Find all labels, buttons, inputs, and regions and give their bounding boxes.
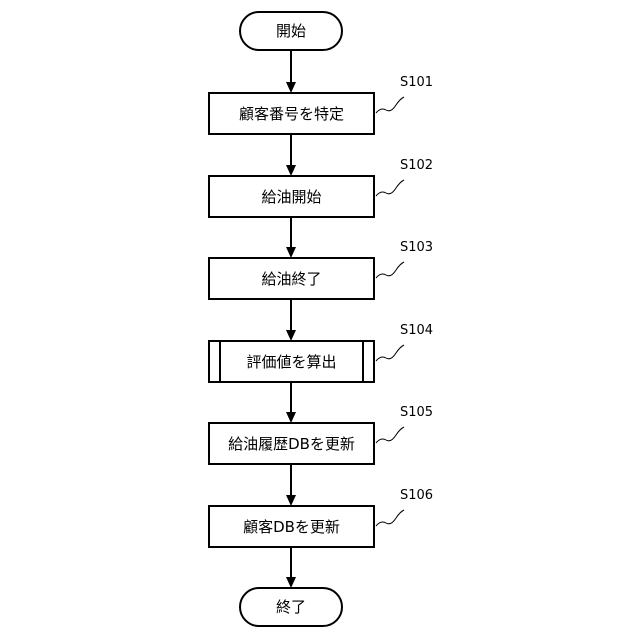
start-terminal: 開始	[240, 12, 342, 50]
subroutine-text-s104: 評価値を算出	[246, 353, 336, 371]
leader-s101	[376, 97, 404, 113]
step-s104: 評価値を算出 S104	[209, 323, 433, 382]
process-text-s105: 給油履歴DBを更新	[228, 435, 355, 453]
process-text-s106: 顧客DBを更新	[243, 518, 340, 536]
step-s105: 給油履歴DBを更新 S105	[209, 405, 433, 464]
leader-s105	[376, 427, 404, 443]
process-text-s102: 給油開始	[261, 188, 321, 206]
step-s102: 給油開始 S102	[209, 158, 433, 217]
step-label-s102: S102	[400, 158, 433, 173]
process-text-s101: 顧客番号を特定	[239, 105, 344, 123]
arrowhead-s105-s106	[286, 495, 296, 506]
arrowhead-s101-s102	[286, 165, 296, 176]
arrowhead-s104-s105	[286, 412, 296, 423]
step-label-s106: S106	[400, 488, 433, 503]
end-terminal: 終了	[240, 588, 342, 626]
step-label-s103: S103	[400, 240, 433, 255]
step-label-s104: S104	[400, 323, 433, 338]
arrowhead-s102-s103	[286, 247, 296, 258]
step-s106: 顧客DBを更新 S106	[209, 488, 433, 547]
process-text-s103: 給油終了	[261, 270, 321, 288]
arrowhead-start-s101	[286, 82, 296, 93]
leader-s106	[376, 510, 404, 526]
step-s103: 給油終了 S103	[209, 240, 433, 299]
start-terminal-text: 開始	[276, 22, 306, 40]
step-label-s101: S101	[400, 75, 433, 90]
step-s101: 顧客番号を特定 S101	[209, 75, 433, 134]
arrowhead-s106-end	[286, 577, 296, 588]
leader-s103	[376, 262, 404, 278]
leader-s102	[376, 180, 404, 196]
arrowhead-s103-s104	[286, 330, 296, 341]
step-label-s105: S105	[400, 405, 433, 420]
end-terminal-text: 終了	[276, 598, 306, 616]
leader-s104	[376, 345, 404, 361]
